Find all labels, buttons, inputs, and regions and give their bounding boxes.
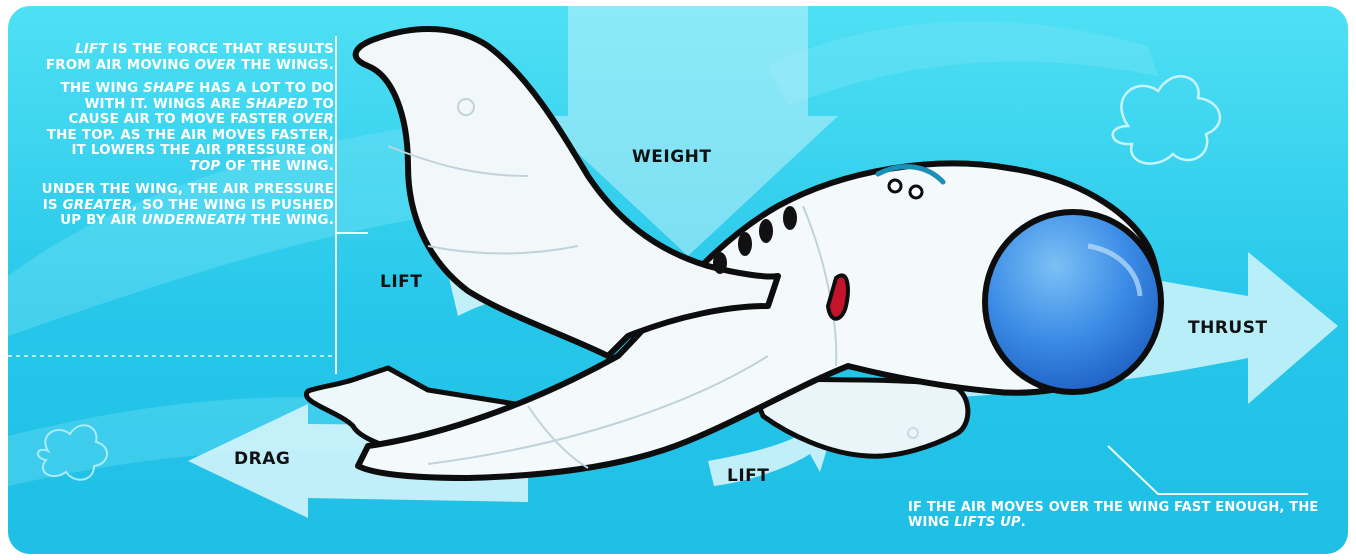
wing-shape-paragraph: THE WING SHAPE HAS A LOT TO DO WITH IT. … xyxy=(38,81,334,174)
body-text: . xyxy=(1020,515,1026,530)
body-text: IF THE AIR MOVES OVER THE WING FAST ENOU… xyxy=(908,500,1319,530)
emphasis-text: OVER xyxy=(292,112,334,127)
body-text: OF THE WING. xyxy=(220,158,334,174)
body-text: , SO THE WING IS PUSHED UP BY AIR xyxy=(60,197,334,229)
lift-label-lower: LIFT xyxy=(727,466,770,486)
diagram-panel: WEIGHT LIFT LIFT THRUST DRAG LIFT IS THE… xyxy=(8,6,1348,554)
plane-window-icon xyxy=(783,206,797,230)
lift-definition: LIFT IS THE FORCE THAT RESULTS FROM AIR … xyxy=(38,42,334,73)
body-text: UNDER THE WING, THE AIR PRESSURE IS xyxy=(41,182,334,213)
emphasis-text: LIFT xyxy=(75,42,108,57)
under-wing-paragraph: UNDER THE WING, THE AIR PRESSURE IS GREA… xyxy=(38,182,334,229)
body-text: THE WINGS. xyxy=(236,57,334,73)
body-text: IS THE FORCE THAT RESULTS FROM AIR MOVIN… xyxy=(45,42,334,73)
plane-window-icon xyxy=(713,252,727,274)
body-text: THE WING. xyxy=(246,213,334,228)
emphasis-text: GREATER xyxy=(62,197,133,213)
squiggle-outline-icon xyxy=(37,424,108,481)
lift-label-upper: LIFT xyxy=(380,272,423,292)
body-text: THE WING xyxy=(60,81,144,96)
lift-diagram-art xyxy=(8,6,1338,518)
thrust-label: THRUST xyxy=(1188,318,1268,338)
emphasis-text: UNDERNEATH xyxy=(141,213,247,228)
plane-upper-wing xyxy=(352,26,781,359)
emphasis-text: LIFTS UP xyxy=(954,515,1021,530)
bottom-explanation: IF THE AIR MOVES OVER THE WING FAST ENOU… xyxy=(908,500,1328,530)
plane-eyebrow xyxy=(875,164,946,185)
squiggle-outline-icon xyxy=(1111,75,1222,165)
body-text: TO CAUSE AIR TO MOVE FASTER xyxy=(68,96,334,128)
weight-label: WEIGHT xyxy=(632,147,712,167)
plane-window-icon xyxy=(759,219,773,243)
plane-eye-icon xyxy=(908,184,924,200)
left-explanation: LIFT IS THE FORCE THAT RESULTS FROM AIR … xyxy=(38,42,334,237)
emphasis-text: TOP xyxy=(189,158,221,174)
emphasis-text: SHAPE xyxy=(143,81,195,96)
background-swirl xyxy=(8,116,528,336)
plane-mouth xyxy=(826,273,850,321)
plane-eye-icon xyxy=(887,178,903,194)
drag-label: DRAG xyxy=(234,449,291,469)
emphasis-text: OVER xyxy=(194,57,237,73)
body-text: THE TOP. AS THE AIR MOVES FASTER, IT LOW… xyxy=(46,127,334,159)
plane-lower-wing xyxy=(745,375,971,459)
background-swirl xyxy=(768,21,1158,106)
plane-window-icon xyxy=(738,232,752,256)
emphasis-text: SHAPED xyxy=(245,96,309,112)
body-text: HAS A LOT TO DO WITH IT. WINGS ARE xyxy=(84,81,334,112)
callout-line xyxy=(1107,445,1308,495)
weight-arrow xyxy=(538,6,838,256)
plane-nose xyxy=(982,209,1164,395)
